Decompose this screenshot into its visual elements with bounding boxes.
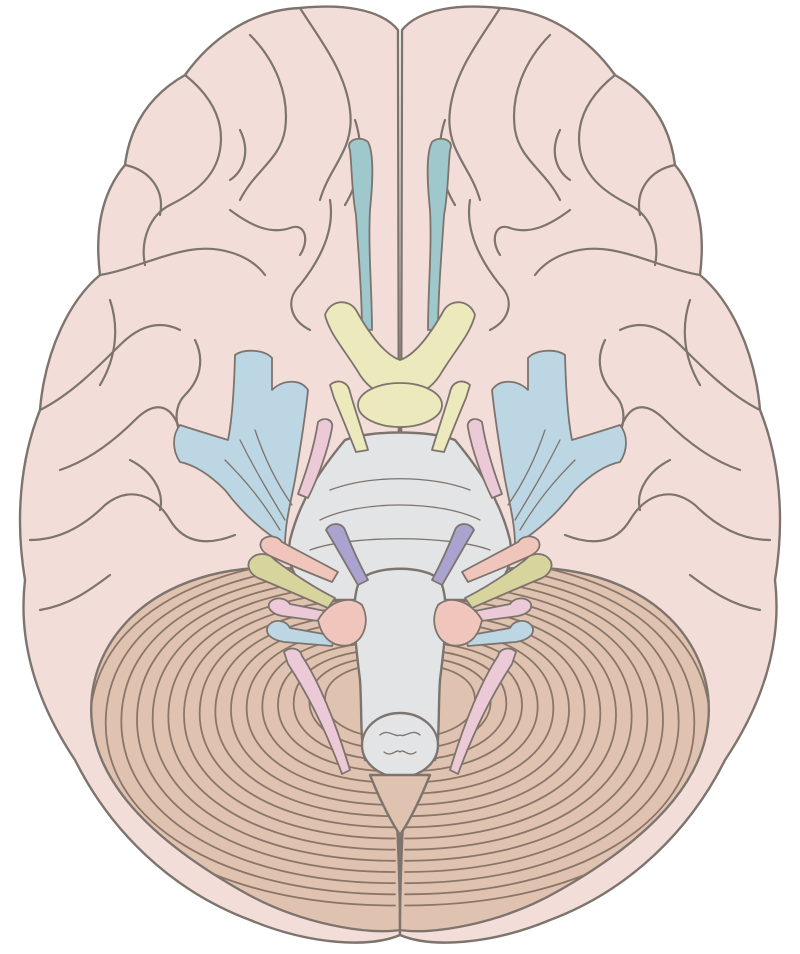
cerebellum [90,566,710,933]
cerebellum-folium [404,575,664,873]
cranial-nerves-left [247,418,369,775]
cerebellum-folium [91,567,396,907]
cerebellum-folium [120,567,396,885]
cerebellum-folium [404,567,696,896]
spinal-cord-section [360,711,440,779]
cerebellum-folium [404,567,709,907]
olfactory-tracts [348,137,452,331]
right-gyri [438,6,772,612]
left-vessel-trunk [173,349,309,546]
cerebellum-folia-right [404,567,709,907]
optic-chiasm [324,301,476,453]
cerebellum-folium [136,575,396,873]
cerebellum-folium [404,567,680,885]
right-vessel-trunk [491,349,627,546]
cerebellum-folium [404,611,586,818]
cerebellum-folium [404,604,602,829]
cerebellum-folium [198,604,396,829]
cerebellum-folium [214,611,396,818]
cranial-nerves-right [431,418,553,775]
cerebellum-folium [104,567,396,896]
cerebellum-folium [404,582,649,862]
cerebellum-folium [151,582,396,862]
